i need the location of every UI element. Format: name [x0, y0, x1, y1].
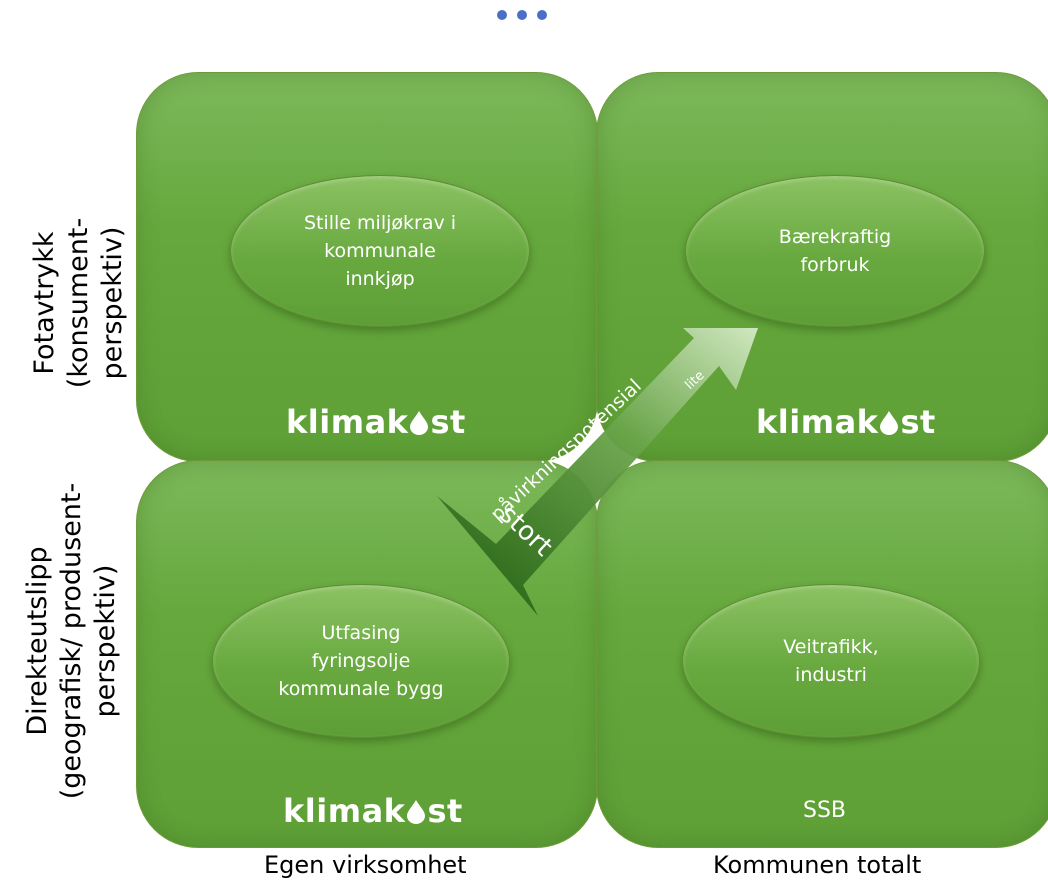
dot: [497, 10, 507, 20]
dot: [537, 10, 547, 20]
x-axis-right-label: Kommunen totalt: [713, 851, 922, 879]
logo-text: st: [900, 403, 936, 441]
logo-text: st: [430, 403, 466, 441]
ellipse-top-right: Bærekraftig forbruk: [685, 175, 985, 327]
source-label-ssb: SSB: [803, 798, 847, 823]
more-dots-icon: [497, 10, 547, 20]
klimakost-logo: klimak st: [756, 403, 936, 441]
dot: [517, 10, 527, 20]
impact-arrow: [437, 328, 758, 616]
logo-text: klimak: [286, 403, 409, 441]
drop-icon: [410, 411, 429, 435]
ellipse-top-left: Stille miljøkrav i kommunale innkjøp: [230, 175, 530, 327]
x-axis-left-label: Egen virksomhet: [264, 851, 467, 879]
logo-text: st: [427, 792, 463, 830]
drop-icon: [407, 800, 426, 824]
logo-text: klimak: [756, 403, 879, 441]
drop-icon: [880, 411, 899, 435]
y-axis-bottom-label: Direkteutslipp (geografisk/ produsent- p…: [22, 482, 121, 800]
klimakost-logo: klimak st: [286, 403, 466, 441]
logo-text: klimak: [283, 792, 406, 830]
klimakost-logo: klimak st: [283, 792, 463, 830]
ellipse-bottom-right: Veitrafikk, industri: [682, 584, 980, 738]
y-axis-top-label: Fotavtrykk (konsument- perspektiv): [29, 217, 128, 389]
ellipse-bottom-left: Utfasing fyringsolje kommunale bygg: [212, 584, 510, 738]
